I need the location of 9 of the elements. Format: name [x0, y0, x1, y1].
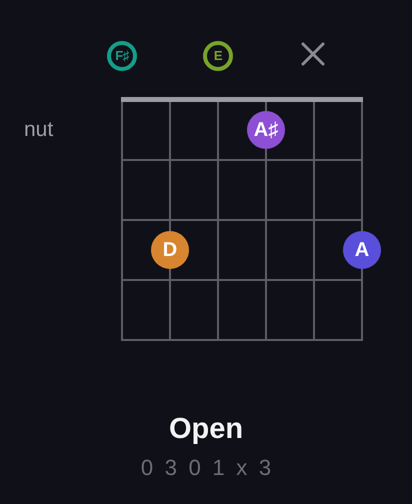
chord-title: Open	[168, 413, 244, 445]
finger-dot: D	[151, 231, 189, 269]
open-string-marker: F♯	[107, 41, 137, 71]
fingering-caption: 0 3 0 1 x 3	[140, 455, 272, 481]
nut-label: nut	[24, 118, 54, 142]
open-string-marker: E	[203, 41, 233, 71]
finger-dot: A♯	[247, 111, 285, 149]
cross-icon	[301, 42, 325, 66]
finger-dot: A	[343, 231, 381, 269]
